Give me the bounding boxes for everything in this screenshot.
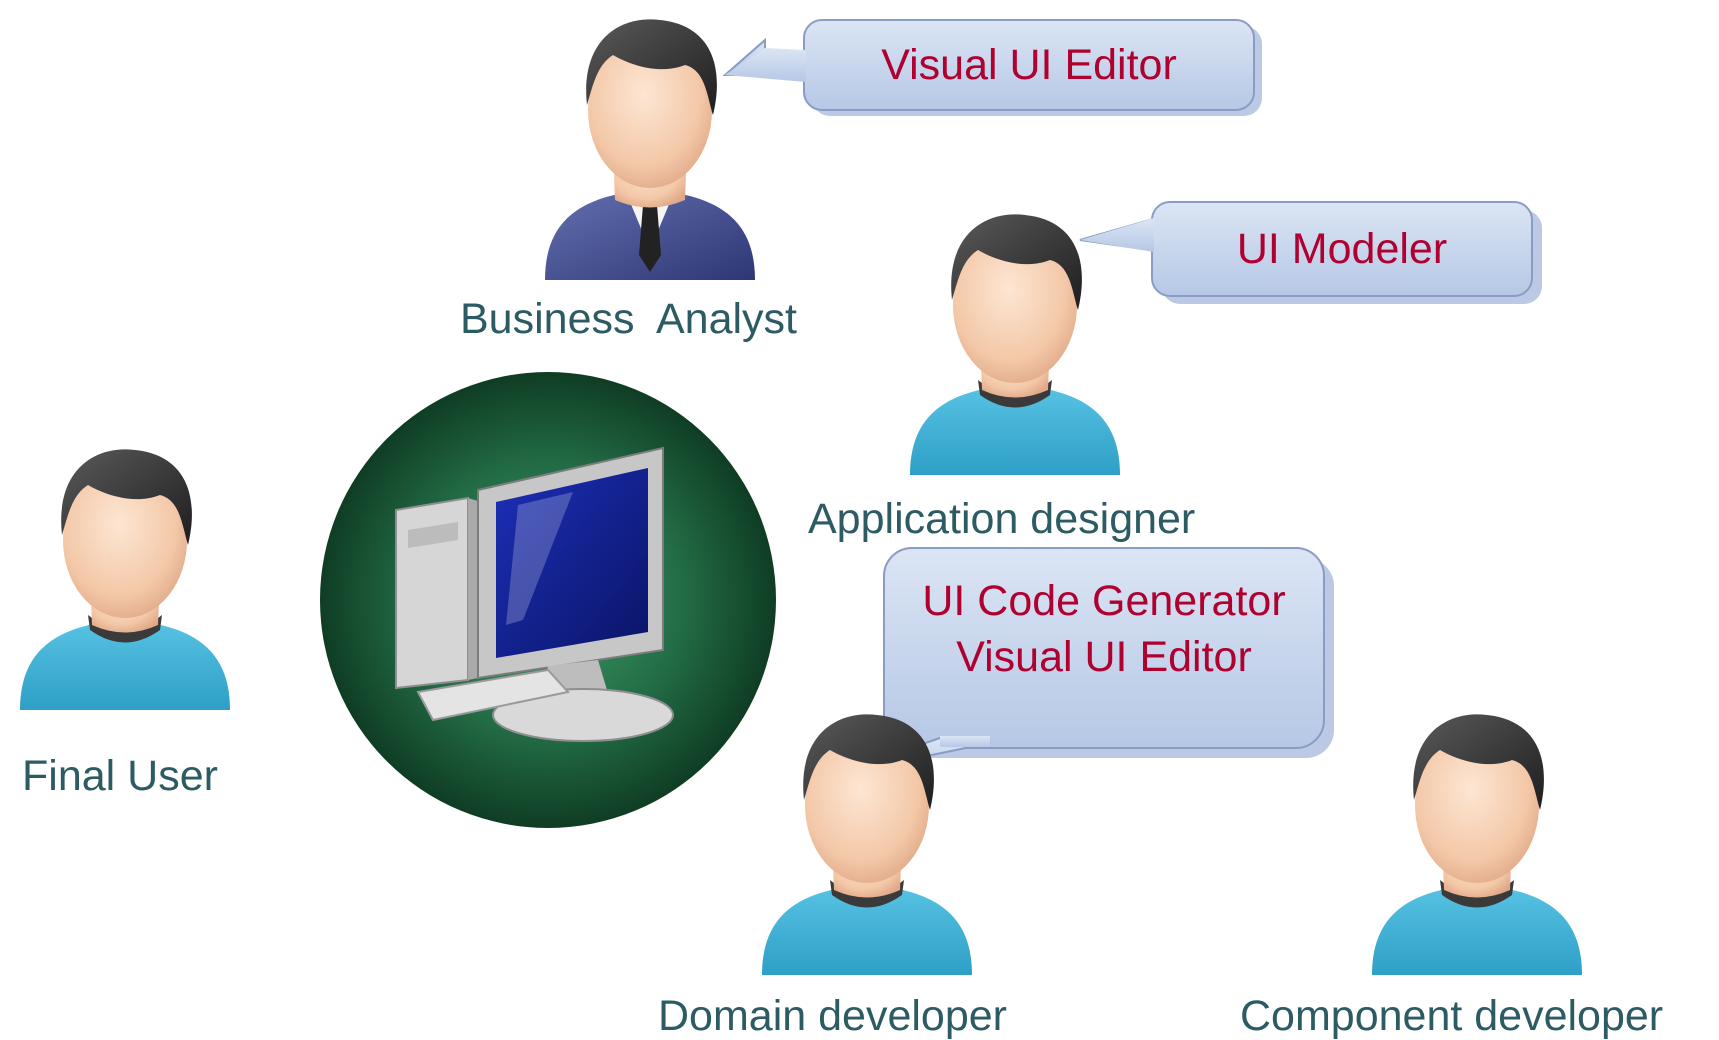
developer-speech-bubble xyxy=(829,547,1334,777)
final-user-avatar xyxy=(20,449,230,710)
domain-developer-avatar xyxy=(762,714,972,975)
component-developer-label: Component developer xyxy=(1240,992,1664,1040)
domain-developer-label: Domain developer xyxy=(658,992,1007,1040)
developer-tool-1: UI Code Generator xyxy=(922,577,1286,625)
computer-icon xyxy=(395,446,674,742)
component-developer-avatar xyxy=(1372,714,1582,975)
developer-tool-2: Visual UI Editor xyxy=(956,632,1252,681)
designer-tool-text: UI Modeler xyxy=(1236,225,1448,273)
analyst-speech-bubble xyxy=(722,19,1262,116)
business-analyst-avatar xyxy=(545,19,755,280)
system-circle xyxy=(320,372,776,828)
application-designer-avatar xyxy=(910,214,1120,475)
application-designer-label: Application designer xyxy=(808,495,1196,543)
designer-speech-bubble xyxy=(1079,201,1542,304)
business-analyst-label: Business Analyst xyxy=(460,295,798,343)
final-user-label: Final User xyxy=(22,752,218,800)
developer-tools-text: UI Code Generator Visual UI Editor xyxy=(884,574,1324,686)
analyst-tool-text: Visual UI Editor xyxy=(881,41,1177,89)
